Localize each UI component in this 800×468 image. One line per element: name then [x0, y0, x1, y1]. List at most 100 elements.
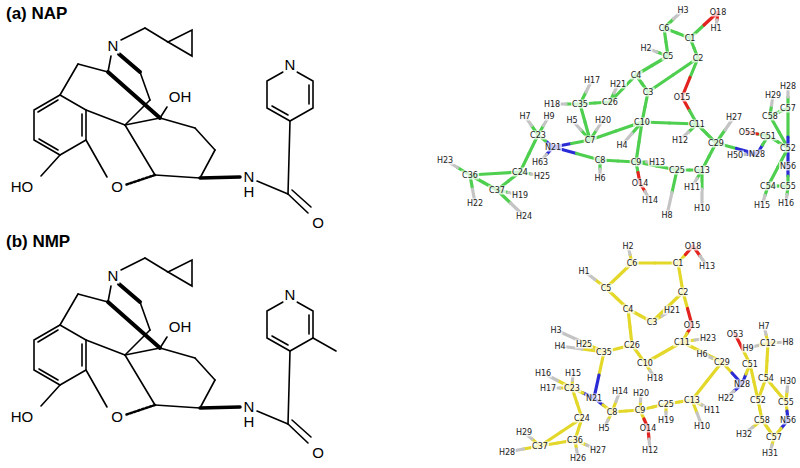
atom-label: H25	[575, 340, 593, 349]
atom-label: C8	[594, 156, 607, 165]
atom-label: H2	[639, 44, 652, 53]
atom-label: H24	[515, 212, 533, 221]
atom-label: C23	[529, 131, 547, 140]
atom-label: H21	[609, 80, 627, 89]
atom-label: H19	[657, 416, 675, 425]
atom-label: H8	[781, 338, 794, 347]
atom-label: C1	[672, 259, 685, 268]
atom-label: O18	[684, 242, 702, 251]
atom-label: C52	[749, 396, 767, 405]
atom-label: O14	[639, 424, 657, 433]
atom-label: C55	[777, 398, 795, 407]
atom-label: C37	[488, 186, 506, 195]
structure-atom: O	[311, 214, 325, 231]
atom-label: H28	[498, 448, 516, 457]
atom-label: O15	[683, 321, 701, 330]
atom-label: H4	[615, 141, 628, 150]
nap-structure	[34, 28, 313, 213]
atom-label: C10	[636, 359, 654, 368]
atom-label: H32	[735, 430, 753, 439]
atom-label: C35	[571, 100, 589, 109]
atom-label: N21	[544, 143, 562, 152]
atom-label: C37	[531, 442, 549, 451]
atom-label: H6	[593, 174, 606, 183]
atom-label: H11	[683, 183, 701, 192]
atom-label: H14	[611, 387, 629, 396]
atom-label: H19	[511, 191, 529, 200]
atom-label: H16	[777, 199, 795, 208]
atom-label: H16	[534, 369, 552, 378]
atom-label: C7	[584, 136, 597, 145]
atom-label: H3	[549, 326, 562, 335]
atom-label: C11	[673, 338, 691, 347]
methyl-bond	[313, 338, 336, 351]
structure-atom: N	[284, 56, 297, 73]
atom-label: C55	[779, 182, 797, 191]
atom-label: C36	[566, 436, 584, 445]
atom-label: C13	[683, 396, 701, 405]
panel-title: (a) NAP	[6, 4, 67, 24]
atom-label: C4	[622, 305, 635, 314]
atom-label: C23	[563, 384, 581, 393]
atom-label: C5	[662, 52, 675, 61]
atom-label: C1	[684, 34, 697, 43]
atom-label: C3	[642, 88, 655, 97]
structure-atom: O	[110, 178, 124, 195]
structure-atom: N	[284, 286, 297, 303]
atom-label: H27	[589, 446, 607, 455]
atom-label: C10	[633, 118, 651, 127]
atom-label: C12	[759, 339, 777, 348]
atom-label: H5	[565, 116, 578, 125]
atom-label: H26	[569, 454, 587, 463]
atom-label: C13	[693, 166, 711, 175]
atom-label: C26	[623, 341, 641, 350]
atom-label: C2	[677, 288, 690, 297]
atom-label: C58	[753, 416, 771, 425]
atom-label: H30	[779, 377, 797, 386]
atom-label: H15	[564, 369, 582, 378]
atom-label: H23	[436, 156, 454, 165]
atom-label: C3	[646, 318, 659, 327]
atom-label: O15	[673, 93, 691, 102]
structure-atom: O	[311, 444, 325, 461]
atom-label: N21	[585, 394, 603, 403]
atom-label: H20	[632, 389, 650, 398]
structure-atom: N	[107, 267, 120, 284]
atom-label: C35	[595, 348, 613, 357]
atom-label: H29	[515, 428, 533, 437]
atom-label: C51	[741, 360, 759, 369]
atom-label: O14	[631, 179, 649, 188]
atom-label: C2	[692, 54, 705, 63]
atom-label: H12	[641, 446, 659, 455]
atom-label: H29	[764, 91, 782, 100]
atom-label: H17	[539, 384, 557, 393]
atom-label: C52	[779, 144, 797, 153]
atom-label: H17	[583, 76, 601, 85]
atom-label: H14	[641, 196, 659, 205]
atom-label: H6	[695, 350, 708, 359]
structure-atom: HO	[10, 408, 35, 425]
atom-label: H13	[648, 158, 666, 167]
atom-label: H9	[741, 344, 754, 353]
atom-label: C54	[757, 374, 775, 383]
panel-title: (b) NMP	[6, 232, 70, 252]
atom-label: H5	[597, 424, 610, 433]
atom-label: C8	[606, 408, 619, 417]
atom-label: H25	[533, 172, 551, 181]
atom-label: H7	[518, 112, 531, 121]
atom-label: H9	[542, 112, 555, 121]
atom-label: C36	[461, 171, 479, 180]
atom-label: H23	[699, 334, 717, 343]
atom-label: C11	[688, 120, 706, 129]
atom-label: C6	[658, 24, 671, 33]
atom-label: H15	[753, 201, 771, 210]
atom-label: H11	[703, 406, 721, 415]
atom-label: C9	[634, 406, 647, 415]
atom-label: C51	[759, 132, 777, 141]
atom-label: C5	[600, 284, 613, 293]
atom-label: C9	[630, 158, 643, 167]
atom-label: H8	[660, 211, 673, 220]
atom-label: C25	[657, 400, 675, 409]
